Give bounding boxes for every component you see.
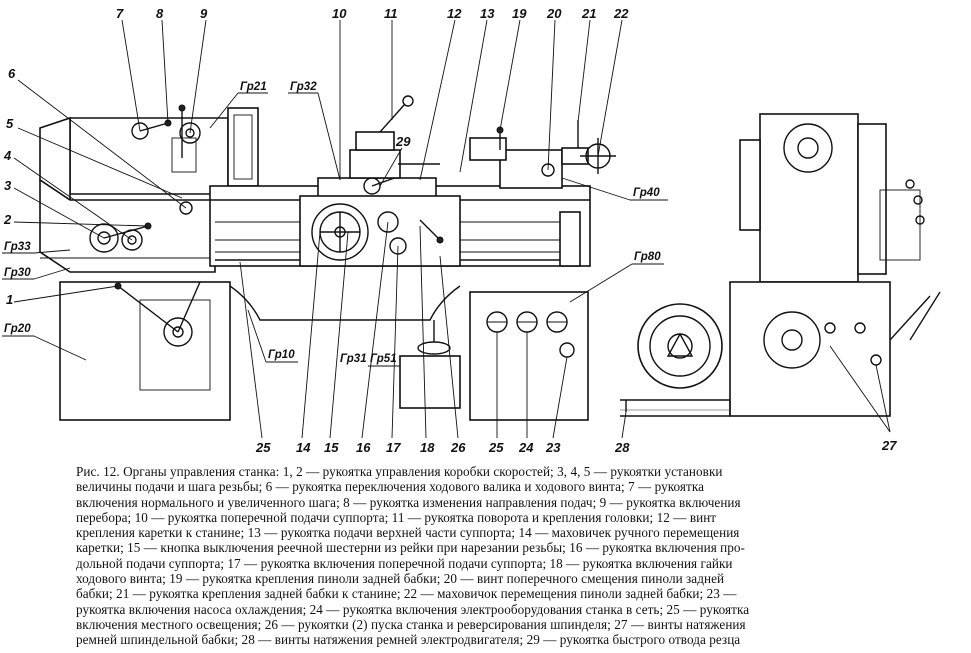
label-14: 14 — [296, 440, 311, 455]
caption-line: ходового винта; 19 — рукоятка крепления … — [76, 571, 725, 587]
label-25a: 25 — [255, 440, 271, 455]
group-gr40: Гр40 — [633, 187, 660, 199]
group-gr80: Гр80 — [634, 251, 661, 263]
group-gr30: Гр30 — [4, 267, 31, 279]
caption-line: дольной подачи суппорта; 17 — рукоятка в… — [76, 555, 733, 571]
label-16: 16 — [356, 440, 371, 455]
label-11: 11 — [384, 6, 398, 21]
label-18: 18 — [420, 440, 435, 455]
label-9: 9 — [200, 6, 208, 21]
caption-line: величины подачи и шага резьбы; 6 — рукоя… — [76, 479, 705, 495]
group-labels: Гр21 Гр32 Гр40 Гр33 Гр30 Гр20 Гр10 Гр31 … — [2, 81, 668, 367]
caption-line: ремней шпиндельной бабки; 28 — винты нат… — [76, 632, 741, 648]
label-29: 29 — [395, 134, 411, 149]
label-20: 20 — [546, 6, 562, 21]
label-13: 13 — [480, 6, 495, 21]
label-2: 2 — [3, 212, 12, 227]
group-gr32: Гр32 — [290, 81, 317, 93]
group-gr51: Гр51 — [370, 353, 397, 365]
label-22: 22 — [613, 6, 629, 21]
group-gr10: Гр10 — [268, 349, 295, 361]
label-5: 5 — [6, 116, 14, 131]
figure-caption: Рис. 12. Органы управления станка: 1, 2 … — [76, 464, 966, 648]
lathe-svg: 7 8 9 10 11 12 13 19 20 21 22 6 5 4 3 2 … — [2, 6, 941, 455]
right-pedestal — [469, 291, 589, 421]
caption-line: крепления каретки к станине; 13 — рукоят… — [76, 525, 740, 541]
tailstock — [469, 120, 616, 189]
center-pan — [399, 320, 461, 409]
caption-line: включения нормального и увеличенного шаг… — [76, 494, 741, 510]
label-26: 26 — [450, 440, 466, 455]
headstock — [39, 104, 259, 202]
group-gr31: Гр31 — [340, 353, 367, 365]
label-27: 27 — [881, 438, 897, 453]
gearbox — [39, 178, 216, 273]
label-23: 23 — [545, 440, 561, 455]
caption-line: бабки; 21 — рукоятка крепления задней ба… — [76, 586, 737, 602]
caption-line: каретки; 15 — кнопка выключения реечной … — [76, 540, 746, 556]
label-25b: 25 — [488, 440, 504, 455]
carriage — [299, 95, 461, 267]
label-7: 7 — [116, 6, 124, 21]
group-gr20: Гр20 — [4, 323, 31, 335]
left-pedestal — [59, 281, 231, 421]
group-gr21: Гр21 — [240, 81, 267, 93]
label-17: 17 — [386, 440, 401, 455]
label-12: 12 — [447, 6, 462, 21]
caption-line: рукоятка включения насоса охлаждения; 24… — [76, 601, 750, 617]
caption-line: Рис. 12. Органы управления станка: 1, 2 … — [76, 464, 723, 479]
label-6: 6 — [8, 66, 16, 81]
caption-line: включения местного освещения; 26 — рукоя… — [76, 616, 746, 632]
label-1: 1 — [6, 292, 13, 307]
group-gr33: Гр33 — [4, 241, 31, 253]
lathe-drawing: 7 8 9 10 11 12 13 19 20 21 22 6 5 4 3 2 … — [2, 6, 941, 455]
label-4: 4 — [3, 148, 12, 163]
caption-line: перебора; 10 — рукоятка поперечной подач… — [76, 509, 717, 525]
label-24: 24 — [518, 440, 534, 455]
label-19: 19 — [512, 6, 527, 21]
label-10: 10 — [332, 6, 347, 21]
label-3: 3 — [4, 178, 12, 193]
side-view — [620, 113, 941, 417]
label-15: 15 — [324, 440, 339, 455]
label-21: 21 — [581, 6, 596, 21]
callout-numbers: 7 8 9 10 11 12 13 19 20 21 22 6 5 4 3 2 … — [3, 6, 897, 455]
label-28: 28 — [614, 440, 630, 455]
label-8: 8 — [156, 6, 164, 21]
leaders — [13, 19, 891, 439]
